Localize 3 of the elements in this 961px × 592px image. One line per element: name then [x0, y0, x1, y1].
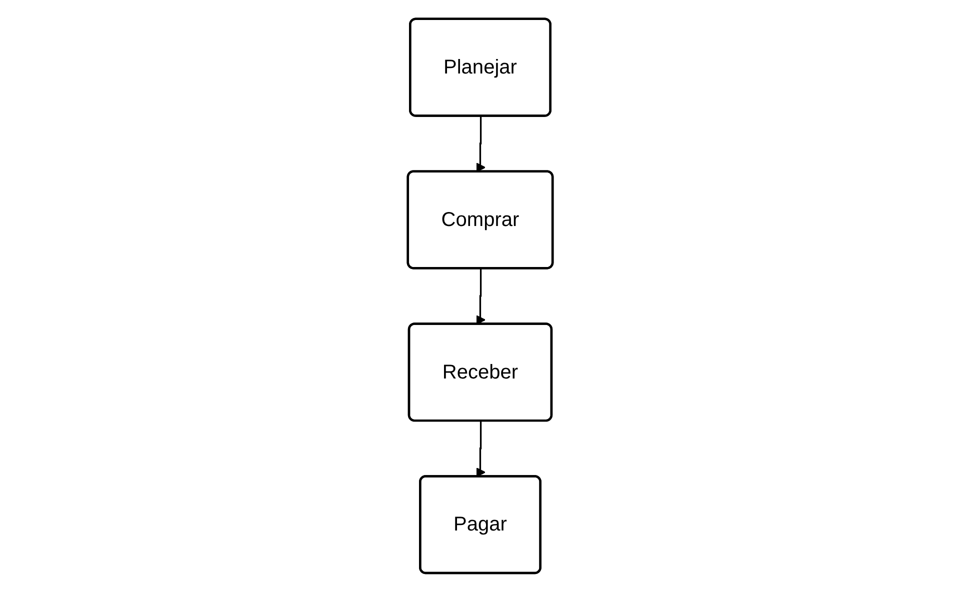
arrow [476, 268, 486, 325]
arrow [476, 116, 486, 172]
arrow [476, 421, 486, 478]
